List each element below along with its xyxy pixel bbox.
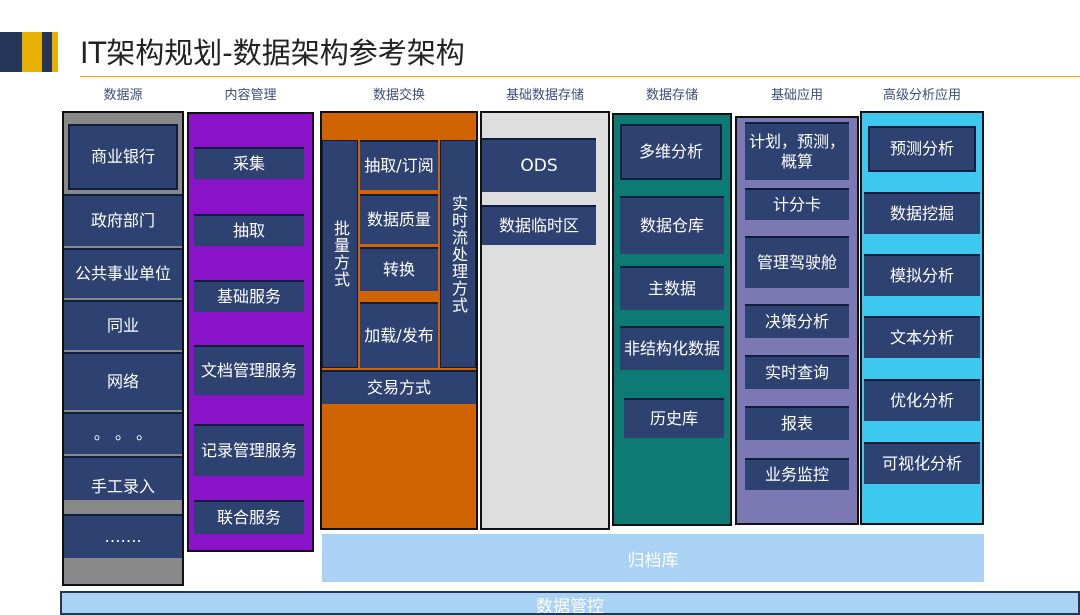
- base-storage-staging: 数据临时区: [482, 205, 596, 245]
- exchange-batch-bar: 批量方式: [322, 140, 358, 368]
- header-accent-navy-2: [42, 32, 52, 72]
- header-base-storage: 基础数据存储: [505, 88, 584, 103]
- source-network: 网络: [64, 352, 182, 410]
- header-accent-navy: [0, 32, 22, 72]
- content-federation: 联合服务: [194, 500, 304, 534]
- app-report: 报表: [745, 406, 849, 440]
- app-cockpit: 管理驾驶舱: [745, 236, 849, 288]
- base-storage-ods: ODS: [482, 138, 596, 192]
- source-manual-entry: 手工录入: [64, 456, 182, 500]
- source-ellipsis: 。 。 。: [64, 412, 182, 454]
- header-accent-gold: [22, 32, 42, 72]
- content-extract: 抽取: [194, 214, 304, 246]
- source-government: 政府部门: [64, 194, 182, 246]
- storage-warehouse: 数据仓库: [620, 196, 724, 254]
- exchange-realtime-bar: 实时流处理方式: [440, 140, 476, 368]
- header-sources: 数据源: [103, 88, 143, 103]
- adv-visualization: 可视化分析: [864, 442, 980, 484]
- adv-simulation: 模拟分析: [864, 254, 980, 296]
- storage-history: 历史库: [624, 398, 724, 438]
- adv-data-mining: 数据挖掘: [864, 192, 980, 234]
- storage-olap: 多维分析: [620, 124, 722, 180]
- storage-unstructured: 非结构化数据: [620, 326, 724, 370]
- content-doc-mgmt: 文档管理服务: [194, 345, 304, 395]
- header-exchange: 数据交换: [372, 88, 425, 103]
- header-advanced: 高级分析应用: [882, 88, 961, 103]
- header-accent-gold-2: [52, 32, 58, 72]
- exchange-step-extract-subscribe: 抽取/订阅: [360, 140, 438, 190]
- content-collect: 采集: [194, 147, 304, 179]
- app-realtime-query: 实时查询: [745, 355, 849, 389]
- adv-optimization: 优化分析: [864, 379, 980, 421]
- exchange-step-transform: 转换: [360, 247, 438, 291]
- archive-label: 归档库: [627, 550, 679, 571]
- adv-text: 文本分析: [864, 316, 980, 358]
- source-commercial-bank: 商业银行: [68, 124, 178, 190]
- header-rule: [80, 76, 1080, 77]
- adv-predictive: 预测分析: [868, 126, 976, 172]
- storage-panel: [612, 113, 732, 526]
- exchange-step-quality: 数据质量: [360, 194, 438, 244]
- governance-bar: 数据管控: [60, 591, 1080, 615]
- app-scorecard: 计分卡: [745, 188, 849, 220]
- app-planning: 计划，预测，概算: [745, 122, 849, 180]
- app-monitoring: 业务监控: [745, 458, 849, 490]
- source-more: …….: [64, 514, 182, 558]
- source-utilities: 公共事业单位: [64, 248, 182, 298]
- source-peers: 同业: [64, 300, 182, 350]
- exchange-transaction: 交易方式: [322, 370, 476, 404]
- header-storage: 数据存储: [645, 88, 698, 103]
- page-title: IT架构规划-数据架构参考架构: [80, 36, 465, 70]
- storage-master-data: 主数据: [620, 266, 724, 310]
- content-record-mgmt: 记录管理服务: [194, 424, 304, 476]
- app-decision: 决策分析: [745, 304, 849, 338]
- exchange-step-load-publish: 加载/发布: [360, 302, 438, 368]
- content-panel: [187, 112, 314, 552]
- governance-label: 数据管控: [536, 597, 604, 615]
- archive-bar: 归档库: [322, 534, 984, 582]
- header-base-apps: 基础应用: [770, 88, 823, 103]
- header-content: 内容管理: [224, 88, 277, 103]
- content-base-service: 基础服务: [194, 280, 304, 312]
